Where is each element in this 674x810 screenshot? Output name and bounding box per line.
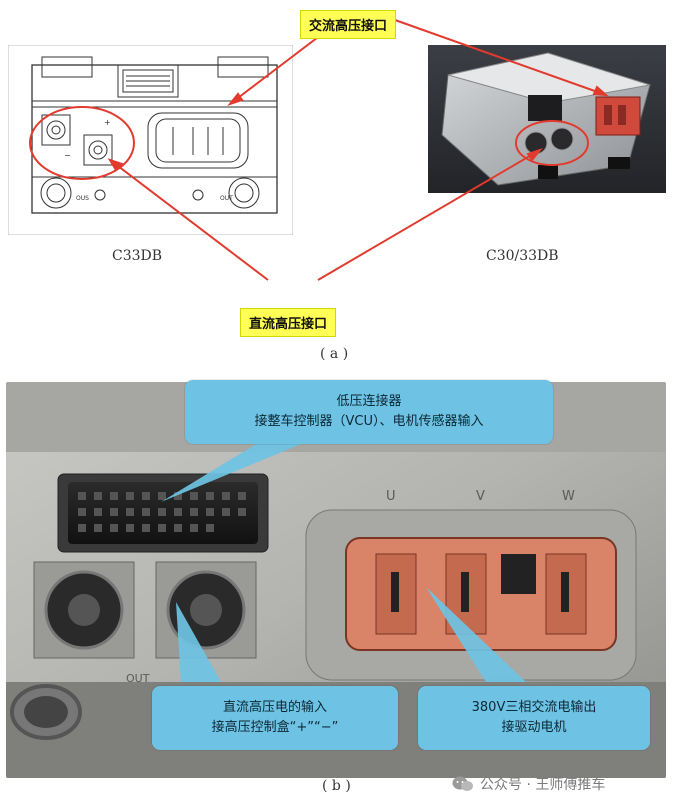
callout-lv-line2: 接整车控制器（VCU）、电机传感器输入 bbox=[254, 414, 484, 429]
out-mark-left: OUS bbox=[76, 195, 89, 202]
callout-ac-line1: 380V三相交流电输出 bbox=[471, 700, 597, 715]
watermark: 公众号 · 王师傅推车 bbox=[452, 774, 605, 794]
c33db-technical-drawing: + − OUS OUT bbox=[8, 45, 293, 235]
callout-dc-hv-input: 直流高压电的输入 接高压控制盒“+”“−” bbox=[152, 686, 398, 750]
phase-w-label: W bbox=[562, 489, 575, 504]
watermark-text: 公众号 · 王师傅推车 bbox=[480, 777, 606, 793]
red-arrows bbox=[107, 19, 609, 281]
callout-lv-line1: 低压连接器 bbox=[336, 394, 402, 409]
dc-hv-interface-label: 直流高压接口 bbox=[240, 308, 337, 337]
out-mark-right: OUT bbox=[220, 195, 233, 202]
callout-dc-line1: 直流高压电的输入 bbox=[222, 700, 327, 715]
caption-c30-33db: C30/33DB bbox=[486, 248, 559, 264]
minus-mark: − bbox=[64, 151, 71, 160]
callout-ac-output: 380V三相交流电输出 接驱动电机 bbox=[418, 686, 650, 750]
callout-low-voltage-connector: 低压连接器 接整车控制器（VCU）、电机传感器输入 bbox=[185, 380, 553, 444]
callout-dc-line2: 接高压控制盒“+”“−” bbox=[211, 720, 339, 735]
motor-controller-photo: U V W OUT bbox=[6, 382, 666, 778]
figure-panel-b-photo: U V W OUT bbox=[6, 382, 666, 778]
panel-a-label: ( a ) bbox=[320, 346, 349, 362]
out-mark: OUT bbox=[126, 672, 150, 685]
caption-c33db: C33DB bbox=[112, 248, 163, 264]
wechat-icon bbox=[452, 776, 473, 791]
figure-panel-a: + − OUS OUT bbox=[0, 0, 674, 370]
ac-hv-interface-label: 交流高压接口 bbox=[300, 10, 397, 39]
plus-mark: + bbox=[104, 118, 111, 127]
phase-u-label: U bbox=[386, 489, 396, 504]
panel-b-label: ( b ) bbox=[322, 778, 351, 794]
callout-ac-line2: 接驱动电机 bbox=[501, 720, 567, 735]
phase-v-label: V bbox=[476, 489, 485, 504]
